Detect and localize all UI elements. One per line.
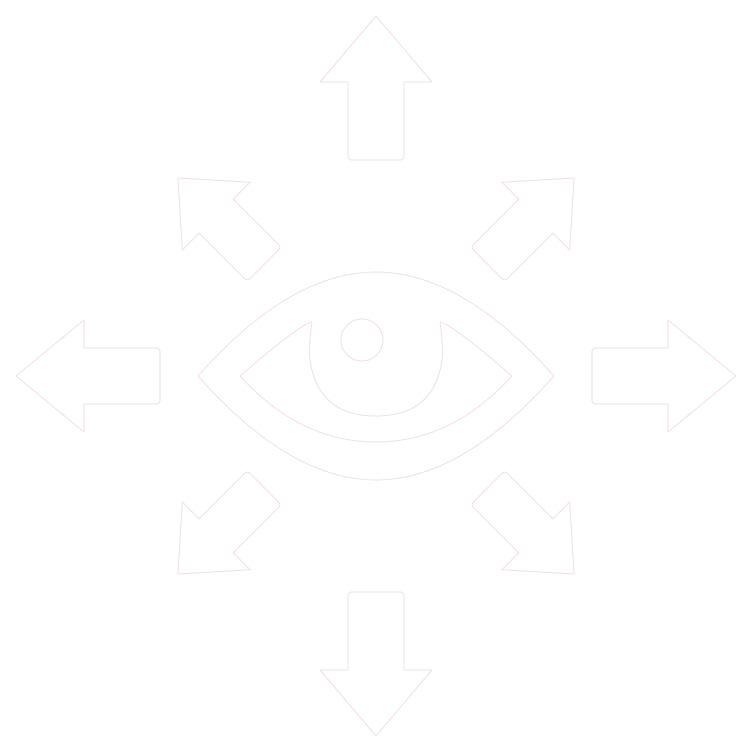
arrow-down-left-icon	[177, 471, 281, 575]
eye-outline	[197, 271, 555, 481]
arrow-down-icon	[319, 591, 433, 737]
arrow-up-left-icon	[177, 177, 281, 281]
arrow-left-icon	[15, 319, 161, 433]
eye-inner-outline	[239, 321, 513, 443]
eye-pupil	[340, 318, 384, 362]
eye-icon	[197, 271, 555, 481]
arrow-up-icon	[319, 15, 433, 161]
arrow-right-icon	[591, 319, 737, 433]
arrow-down-right-icon	[471, 471, 575, 575]
arrow-up-right-icon	[471, 177, 575, 281]
